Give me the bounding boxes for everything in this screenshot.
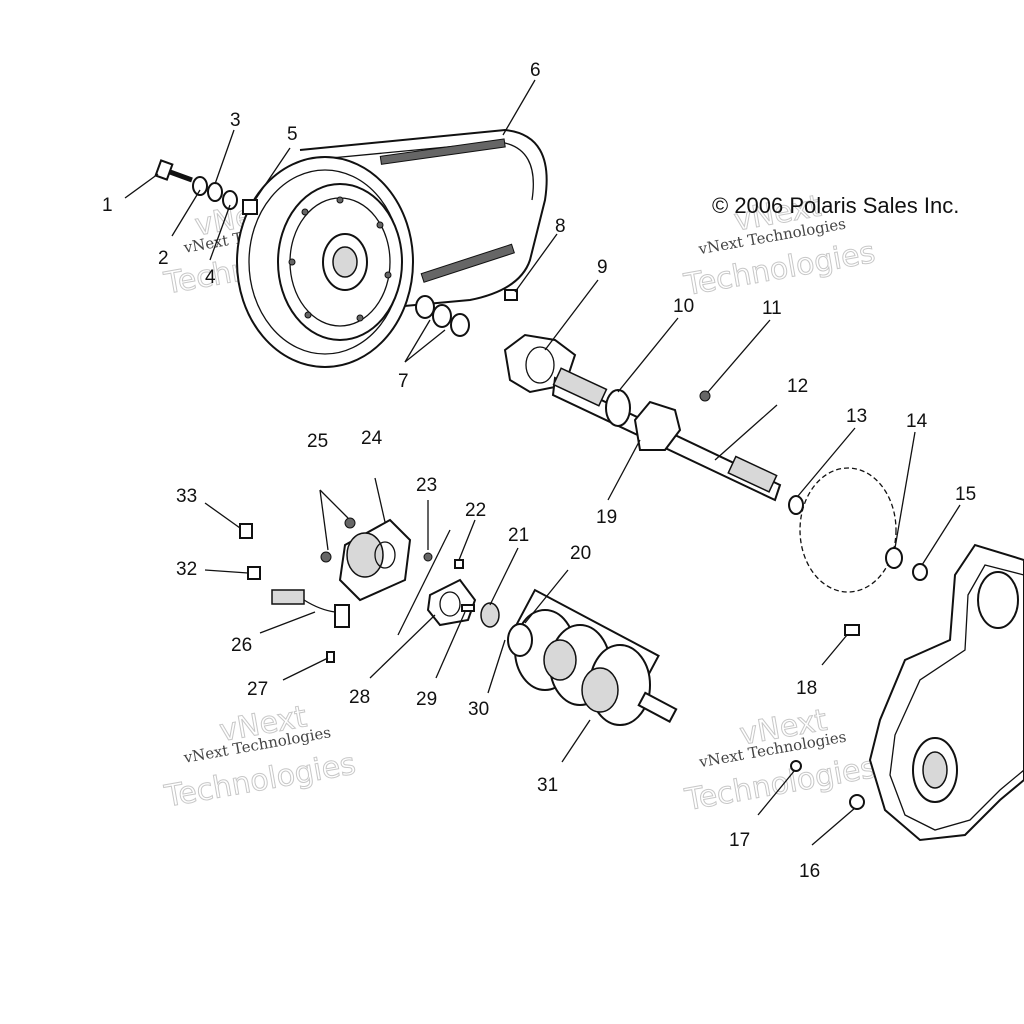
gasket-28 — [426, 578, 477, 627]
callout-16: 16 — [799, 861, 820, 882]
washer-7c — [450, 313, 470, 337]
clip-32 — [247, 566, 261, 580]
callout-14: 14 — [906, 411, 928, 432]
watermark-bottom-right: vNext vNext Technologies Technologies — [681, 702, 879, 818]
nut-16 — [849, 794, 865, 810]
callout-4: 4 — [205, 267, 216, 288]
screw-23 — [423, 552, 433, 562]
washer-2 — [192, 176, 208, 196]
callout-19: 19 — [596, 507, 617, 528]
clip-27 — [326, 651, 335, 663]
bolt-8 — [504, 289, 518, 301]
callout-labels: 1 2 3 4 5 6 7 8 9 10 11 12 13 14 15 16 1… — [102, 60, 976, 882]
callout-24: 24 — [361, 428, 383, 449]
callout-29: 29 — [416, 689, 437, 710]
clutch-bolt — [154, 159, 193, 183]
drive-clutch — [236, 156, 414, 368]
callout-33: 33 — [176, 486, 197, 507]
callout-7: 7 — [398, 371, 409, 392]
callout-9: 9 — [597, 257, 608, 278]
sprocket-21 — [480, 602, 500, 628]
washer-3 — [207, 182, 223, 202]
callout-22: 22 — [465, 500, 486, 521]
callout-17: 17 — [729, 830, 750, 851]
spacer-5 — [242, 199, 258, 215]
washer-7a — [415, 295, 435, 319]
callout-32: 32 — [176, 559, 197, 580]
callout-28: 28 — [349, 687, 370, 708]
callout-12: 12 — [787, 376, 808, 397]
drive-sprocket-assembly — [507, 588, 678, 726]
washer-7b — [432, 304, 452, 328]
nut-11 — [699, 390, 711, 402]
bearing-10 — [605, 389, 631, 427]
callout-30: 30 — [468, 699, 489, 720]
leader-lines — [124, 79, 961, 846]
copyright-text: © 2006 Polaris Sales Inc. — [712, 193, 959, 218]
seal-disc — [799, 467, 897, 593]
pin-22 — [454, 559, 464, 569]
callout-2: 2 — [158, 248, 169, 269]
callout-10: 10 — [673, 296, 694, 317]
clip-33 — [239, 523, 253, 539]
callout-5: 5 — [287, 124, 298, 145]
callout-27: 27 — [247, 679, 268, 700]
callout-31: 31 — [537, 775, 558, 796]
chaincase-housing — [868, 543, 1024, 842]
pin-29 — [461, 604, 475, 612]
callout-20: 20 — [570, 543, 591, 564]
callout-8: 8 — [555, 216, 566, 237]
bearing-14 — [885, 547, 903, 569]
speed-sensor-26 — [271, 589, 350, 628]
washer-4 — [222, 190, 238, 210]
screw-25a — [344, 517, 356, 529]
callout-1: 1 — [102, 195, 113, 216]
bearing-plate-19 — [633, 400, 682, 451]
sensor-housing-24 — [338, 518, 412, 602]
callout-15: 15 — [955, 484, 976, 505]
washer-17 — [790, 760, 802, 772]
callout-11: 11 — [762, 298, 782, 319]
callout-26: 26 — [231, 635, 252, 656]
callout-21: 21 — [508, 525, 529, 546]
o-ring-13 — [788, 495, 804, 515]
clutch-bolt-holes — [288, 196, 392, 322]
callout-13: 13 — [846, 406, 867, 427]
callout-25: 25 — [307, 431, 328, 452]
callout-18: 18 — [796, 678, 817, 699]
o-ring-15 — [912, 563, 928, 581]
screw-25b — [320, 551, 332, 563]
callout-23: 23 — [416, 475, 437, 496]
callout-6: 6 — [530, 60, 541, 81]
bolt-18 — [844, 624, 860, 636]
callout-3: 3 — [230, 110, 241, 131]
watermark-bottom-left: vNext vNext Technologies Technologies — [161, 699, 359, 815]
